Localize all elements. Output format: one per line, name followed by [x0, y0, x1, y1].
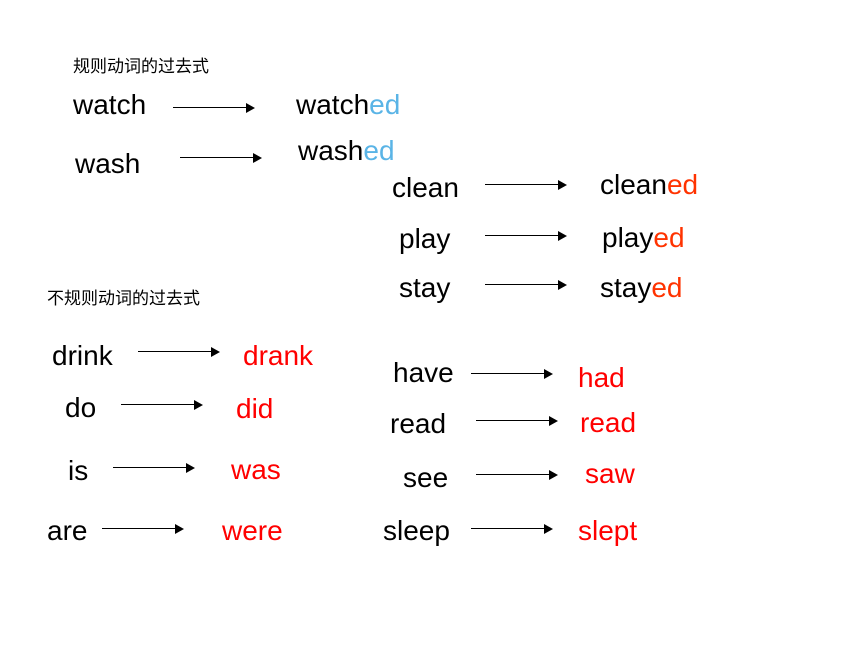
irregular-base-word: sleep: [383, 515, 450, 546]
irregular-base-word: do: [65, 392, 97, 423]
regular-past-word: watched: [296, 91, 400, 119]
arrow: [485, 231, 567, 241]
arrow: [113, 463, 195, 473]
irregular-past-word: had: [578, 362, 625, 393]
past-stem: wash: [298, 135, 364, 166]
irregular-past-word: read: [580, 407, 637, 438]
regular-base-word: watch: [73, 89, 147, 120]
irregular-past-word: were: [222, 515, 283, 546]
regular-base-word: wash: [75, 148, 141, 179]
irregular-base-word: have: [393, 357, 454, 388]
past-stem: stay: [600, 272, 652, 303]
irregular-past-word: did: [236, 393, 274, 424]
arrow: [476, 470, 558, 480]
arrow: [138, 347, 220, 357]
irregular-base-word: read: [390, 408, 447, 439]
regular-base-word: play: [399, 223, 451, 254]
irregular-past-word: was: [231, 454, 281, 485]
irregular-base-word: see: [403, 462, 449, 493]
arrow: [102, 524, 184, 534]
irregular-base-word: drink: [52, 340, 113, 371]
past-suffix: ed: [666, 169, 699, 200]
arrow: [471, 369, 553, 379]
irregular-base-word: is: [68, 455, 89, 486]
regular-verbs-heading: 规则动词的过去式: [73, 57, 209, 77]
regular-past-word: stayed: [600, 274, 683, 302]
arrow: [121, 400, 203, 410]
arrow: [476, 416, 558, 426]
arrow: [180, 153, 262, 163]
arrow: [471, 524, 553, 534]
irregular-verbs-heading: 不规则动词的过去式: [47, 289, 200, 309]
past-suffix: ed: [653, 222, 685, 253]
regular-past-word: washed: [298, 137, 395, 165]
past-stem: play: [602, 222, 654, 253]
regular-base-word: stay: [399, 272, 451, 303]
irregular-past-word: slept: [578, 515, 638, 546]
regular-past-word: played: [602, 224, 685, 252]
arrow: [485, 280, 567, 290]
irregular-past-word: saw: [585, 458, 635, 489]
regular-past-word: cleaned: [600, 171, 698, 199]
arrow: [173, 103, 255, 113]
past-suffix: ed: [363, 135, 395, 166]
past-stem: watch: [296, 89, 370, 120]
past-suffix: ed: [369, 89, 401, 120]
past-suffix: ed: [651, 272, 683, 303]
past-stem: clean: [600, 169, 667, 200]
irregular-base-word: are: [47, 515, 88, 546]
regular-base-word: clean: [392, 172, 459, 203]
irregular-past-word: drank: [243, 340, 314, 371]
arrow: [485, 180, 567, 190]
